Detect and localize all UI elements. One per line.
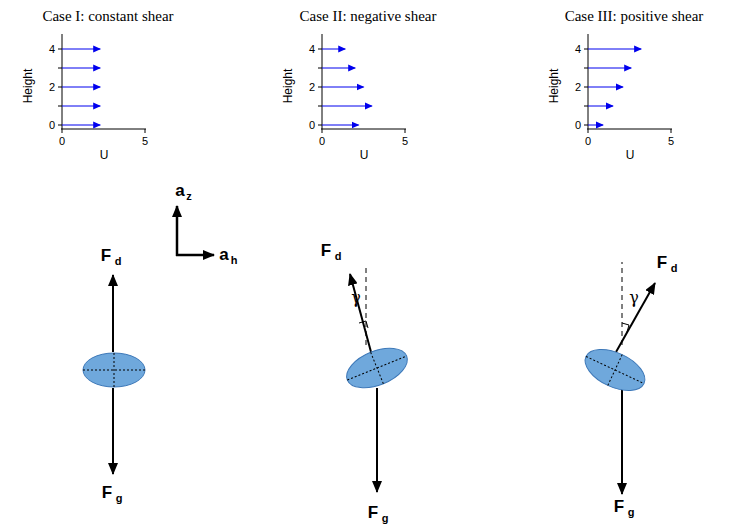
force-subscript: d <box>115 256 122 267</box>
x-tick <box>145 129 146 133</box>
wind-vector <box>322 87 364 88</box>
gravity-arrow <box>621 388 623 494</box>
y-tick <box>318 87 322 88</box>
vector-subscript: z <box>186 191 192 202</box>
y-axis <box>62 34 63 129</box>
tick-label: 0 <box>319 136 325 147</box>
vertical-reference <box>622 262 623 345</box>
case-title: Case II: negative shear <box>299 9 436 24</box>
tick-label: 2 <box>49 82 55 93</box>
y-axis <box>322 34 323 129</box>
x-tick <box>62 129 63 133</box>
y-tick <box>58 106 62 107</box>
angle-label: γ <box>629 290 639 306</box>
force-subscript: g <box>628 507 635 518</box>
y-tick <box>584 106 588 107</box>
x-axis <box>61 129 146 130</box>
y-tick <box>318 68 322 69</box>
x-axis <box>321 129 406 130</box>
y-tick <box>318 49 322 50</box>
force-symbol: F <box>101 247 111 264</box>
vector-subscript: h <box>231 255 238 266</box>
force-subscript: d <box>671 263 678 274</box>
axis-label: U <box>360 149 369 161</box>
force-subscript: g <box>116 493 123 504</box>
wind-vector <box>588 125 603 126</box>
y-axis <box>588 34 589 129</box>
wind-vector <box>322 125 359 126</box>
tick-label: 0 <box>585 136 591 147</box>
axis-label: Height <box>22 69 34 104</box>
wind-vector <box>62 106 100 107</box>
y-tick <box>58 49 62 50</box>
vector-symbol: a <box>175 182 184 199</box>
x-axis <box>587 129 672 130</box>
axis-label: Height <box>282 69 294 104</box>
tick-label: 4 <box>49 44 55 55</box>
y-tick <box>584 87 588 88</box>
wind-vector <box>322 49 345 50</box>
tick-label: 0 <box>49 120 55 131</box>
force-subscript: g <box>382 513 389 524</box>
tick-label: 5 <box>668 136 674 147</box>
wind-vector <box>322 68 355 69</box>
tick-label: 2 <box>575 82 581 93</box>
y-tick <box>58 68 62 69</box>
tick-label: 0 <box>59 136 65 147</box>
force-symbol: F <box>368 504 378 521</box>
y-tick <box>584 68 588 69</box>
y-tick <box>318 125 322 126</box>
gravity-arrow <box>376 388 378 492</box>
particle <box>83 353 145 387</box>
drag-arrow <box>616 283 655 352</box>
drag-arrow <box>350 274 371 352</box>
vector-symbol: a <box>219 246 228 263</box>
axis-label: Height <box>548 69 560 104</box>
y-tick <box>58 87 62 88</box>
az-arrow <box>176 206 179 256</box>
gravity-arrow <box>112 388 114 474</box>
force-subscript: d <box>335 251 342 262</box>
x-tick <box>671 129 672 133</box>
wind-vector <box>588 68 631 69</box>
force-symbol: F <box>657 254 667 271</box>
case-title: Case III: positive shear <box>565 9 704 24</box>
particle <box>579 341 651 399</box>
tick-label: 5 <box>142 136 148 147</box>
y-tick <box>58 125 62 126</box>
ah-arrow <box>176 254 214 257</box>
tick-label: 0 <box>309 120 315 131</box>
tick-label: 4 <box>575 44 581 55</box>
y-tick <box>584 49 588 50</box>
wind-vector <box>62 49 100 50</box>
axis-label: U <box>100 149 109 161</box>
force-symbol: F <box>614 498 624 515</box>
wind-vector <box>588 106 613 107</box>
wind-vector <box>62 125 100 126</box>
tick-label: 0 <box>575 120 581 131</box>
y-tick <box>318 106 322 107</box>
wind-vector <box>588 49 641 50</box>
tick-label: 4 <box>309 44 315 55</box>
axis-label: U <box>626 149 635 161</box>
tick-label: 5 <box>402 136 408 147</box>
force-symbol: F <box>102 484 112 501</box>
case-title: Case I: constant shear <box>42 9 173 24</box>
x-tick <box>322 129 323 133</box>
wind-vector <box>62 87 100 88</box>
wind-vector <box>322 106 372 107</box>
right-angle-mark <box>622 323 629 332</box>
y-tick <box>584 125 588 126</box>
particle <box>341 340 413 395</box>
x-tick <box>588 129 589 133</box>
x-tick <box>405 129 406 133</box>
angle-label: γ <box>351 290 361 306</box>
right-angle-mark <box>359 321 368 328</box>
tick-label: 2 <box>309 82 315 93</box>
drag-arrow <box>112 275 114 352</box>
wind-vector <box>588 87 623 88</box>
wind-vector <box>62 68 100 69</box>
force-symbol: F <box>321 242 331 259</box>
